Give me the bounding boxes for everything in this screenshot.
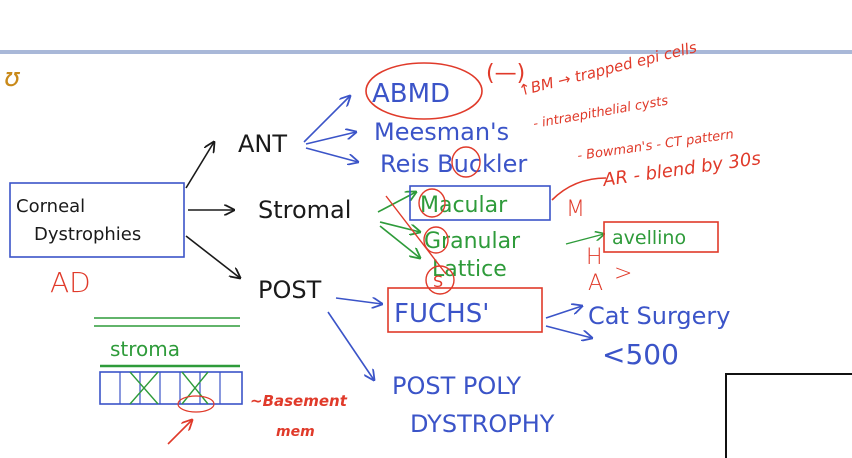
root-inheritance: AD (50, 266, 91, 299)
lattice-label: Lattice (432, 257, 507, 282)
macular-label: Macular (420, 193, 508, 218)
margin-mark: ʊ (4, 63, 21, 93)
abmd-note: ↑BM → trapped epi cells (517, 38, 699, 100)
mha-a: A (588, 271, 603, 296)
branch-stromal: Stromal (258, 196, 351, 224)
arrow-stromal-granular (379, 221, 420, 232)
mha-h: H (586, 245, 603, 270)
granular-to-avellino (565, 234, 604, 245)
macular-box (409, 185, 551, 221)
fuchs-box (387, 287, 543, 333)
ppd-label-line1: POST POLY (392, 372, 521, 400)
green-cross-2 (181, 371, 209, 405)
basement-label-line2: mem (276, 424, 315, 440)
arrow-ant-meesman (305, 132, 356, 145)
empty-frame (725, 373, 852, 458)
page-rule-line (0, 50, 852, 54)
basement-arrow (167, 420, 192, 445)
granular-label: Granular (424, 229, 521, 254)
arrow-post-ppd (327, 311, 374, 380)
green-cross-1 (129, 371, 159, 405)
avellino-box (603, 221, 719, 253)
abmd-circle (365, 62, 483, 120)
mha-m: M (566, 197, 585, 222)
arrow-ant-abmd (303, 96, 350, 143)
basement-highlight (177, 395, 215, 413)
branch-ant: ANT (238, 130, 287, 158)
cat-surgery-label: Cat Surgery (588, 302, 730, 330)
branch-post: POST (258, 276, 322, 304)
meesman-label: Meesman's (374, 118, 509, 146)
arrow-ant-reis (305, 147, 358, 162)
macular-note-curve (551, 177, 607, 201)
arrow-fuchs-cat (545, 306, 582, 319)
macular-m-circle (418, 188, 446, 218)
stroma-label: stroma (110, 337, 180, 361)
reis-b-circle (451, 146, 481, 178)
arrow-to-post (185, 235, 240, 278)
arrow-fuchs-count (545, 325, 592, 338)
root-box (9, 182, 185, 258)
arrow-post-fuchs (335, 298, 382, 304)
s-mark: S (433, 272, 443, 291)
epithelium-cells (99, 371, 243, 405)
root-label-line2: Dystrophies (34, 224, 141, 245)
ppd-label-line2: DYSTROPHY (410, 410, 555, 438)
red-cross-stroke (385, 195, 447, 275)
granular-g-circle (423, 226, 449, 254)
arrow-to-ant (185, 142, 214, 189)
mha-gt: > (614, 261, 632, 286)
root-label-line1: Corneal (16, 196, 85, 217)
avellino-label: avellino (612, 227, 686, 249)
abmd-label: ABMD (372, 79, 450, 109)
fuchs-label: FUCHS' (394, 299, 489, 329)
meesman-note: - intraepithelial cysts (532, 93, 669, 132)
basement-label-line1: ~Basement (250, 392, 348, 410)
abmd-sign: (—) (486, 61, 525, 86)
cell-count-label: <500 (602, 338, 679, 371)
arrow-stromal-lattice (379, 225, 420, 258)
